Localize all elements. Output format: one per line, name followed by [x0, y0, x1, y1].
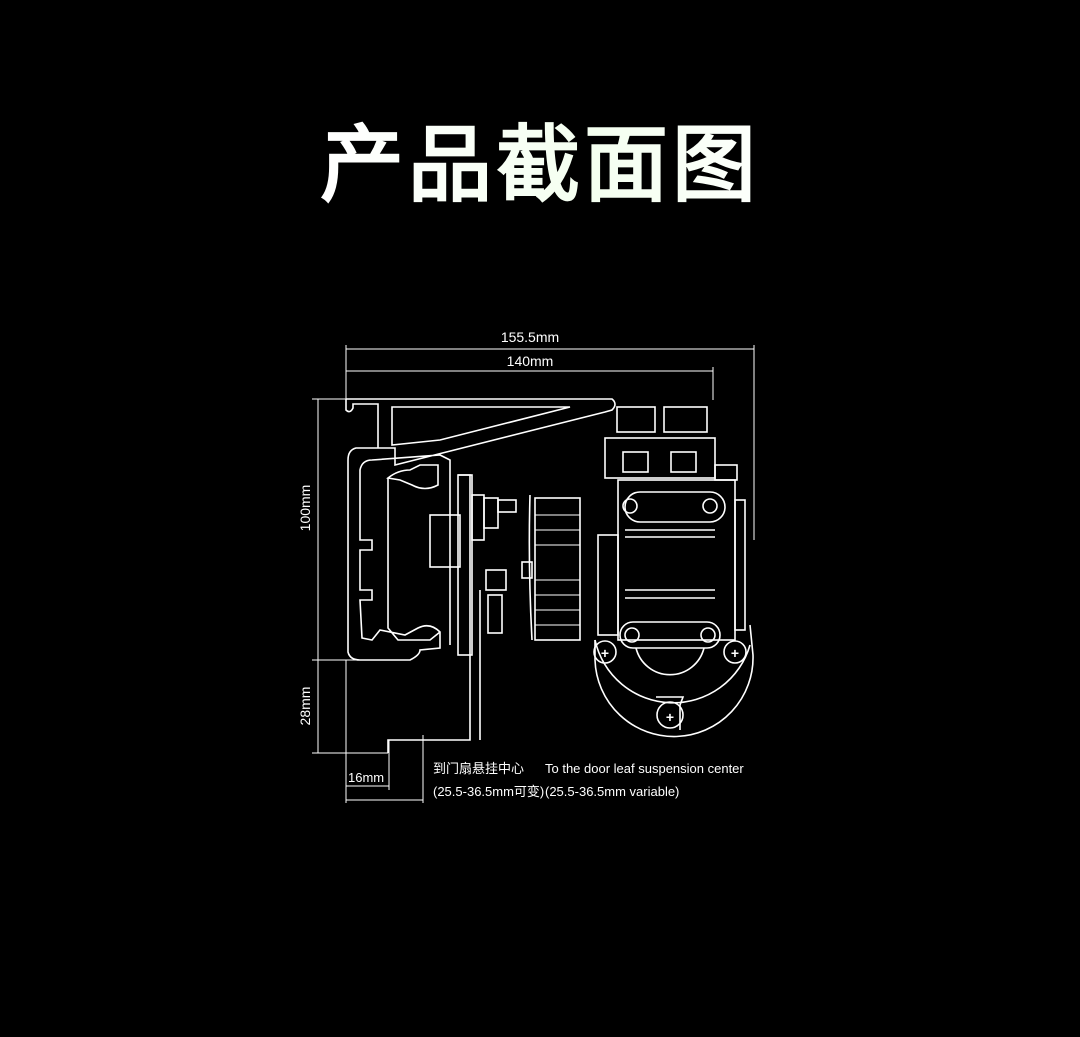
hanger-bracket [387, 474, 517, 753]
note-cn-line2: (25.5-36.5mm可变) [433, 784, 544, 799]
screw-icon: + [666, 709, 674, 725]
dimension-lines [312, 345, 755, 803]
note-cn-line1: 到门扇悬挂中心 [433, 761, 524, 776]
timing-pulley [521, 494, 581, 641]
note-en-line2: (25.5-36.5mm variable) [545, 784, 679, 799]
dim-offset: 16mm [348, 770, 384, 785]
dim-height-lower: 28mm [297, 687, 313, 726]
motor-assembly: + + + [593, 406, 754, 738]
page-title: 产品截面图 [0, 98, 1080, 219]
dim-inner-width: 140mm [507, 353, 554, 369]
dim-height-main: 100mm [297, 485, 313, 532]
screw-icon: + [731, 645, 739, 661]
dim-overall-width: 155.5mm [501, 329, 559, 345]
track-profile [345, 398, 616, 661]
note-en-line1: To the door leaf suspension center [545, 761, 744, 776]
screw-icon: + [601, 645, 609, 661]
